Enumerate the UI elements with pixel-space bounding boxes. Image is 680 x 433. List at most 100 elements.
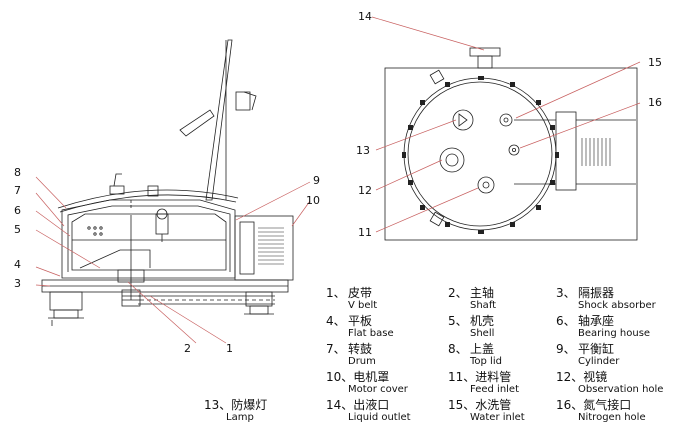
callout-15: 15 bbox=[648, 56, 662, 69]
legend-item-zh: 轴承座 bbox=[578, 314, 615, 328]
callout-5: 5 bbox=[14, 223, 21, 236]
legend-item-number: 16、 bbox=[556, 398, 584, 412]
legend-item-english: Motor cover bbox=[348, 384, 408, 395]
callout-10: 10 bbox=[306, 194, 320, 207]
legend-item-chinese: 5、机壳 bbox=[448, 314, 588, 328]
legend-item-english: Shock absorber bbox=[578, 300, 656, 311]
legend-item-chinese: 8、上盖 bbox=[448, 342, 588, 356]
legend-item-number: 9、 bbox=[556, 342, 576, 356]
callout-3: 3 bbox=[14, 277, 21, 290]
callout-4: 4 bbox=[14, 258, 21, 271]
legend-item-english: Cylinder bbox=[578, 356, 620, 367]
observation-hole bbox=[439, 147, 465, 173]
legend-item-zh: 水洗管 bbox=[475, 398, 512, 412]
legend-item-number: 15、 bbox=[448, 398, 476, 412]
callout-12: 12 bbox=[358, 184, 372, 197]
callout-7: 7 bbox=[14, 184, 21, 197]
legend-item-number: 12、 bbox=[556, 370, 584, 384]
legend-item-number: 8、 bbox=[448, 342, 468, 356]
legend-item-zh: 氮气接口 bbox=[583, 398, 632, 412]
top-view-frame bbox=[384, 67, 638, 241]
callout-11: 11 bbox=[358, 226, 372, 239]
legend-item-english: Shaft bbox=[470, 300, 497, 311]
shock-absorber bbox=[49, 291, 83, 311]
legend-item-chinese: 7、转鼓 bbox=[326, 342, 466, 356]
legend-item-chinese: 3、隔振器 bbox=[556, 286, 680, 300]
legend-item-number: 7、 bbox=[326, 342, 346, 356]
side-leaders bbox=[35, 176, 311, 344]
legend-item-zh: 出液口 bbox=[353, 398, 390, 412]
legend-item-english: Liquid outlet bbox=[348, 412, 411, 423]
legend-item-zh: 机壳 bbox=[470, 314, 495, 328]
legend-item-english: Observation hole bbox=[578, 384, 664, 395]
legend-item-number: 5、 bbox=[448, 314, 468, 328]
callout-16: 16 bbox=[648, 96, 662, 109]
legend-item-chinese: 16、氮气接口 bbox=[556, 398, 680, 412]
drum bbox=[71, 213, 227, 271]
legend-item-zh: 隔振器 bbox=[578, 286, 615, 300]
lamp bbox=[452, 109, 474, 131]
callout-14: 14 bbox=[358, 10, 372, 23]
legend-item-zh: 转鼓 bbox=[348, 342, 373, 356]
top-lid bbox=[57, 189, 239, 209]
callout-numbers: 8 7 6 5 4 3 2 1 9 10 14 15 16 13 12 11 bbox=[14, 10, 662, 355]
legend-item-chinese: 13、防爆灯 bbox=[204, 398, 344, 412]
side-view bbox=[41, 39, 294, 326]
top-leaders bbox=[371, 16, 641, 233]
legend-item-english: Water inlet bbox=[470, 412, 525, 423]
top-view bbox=[384, 47, 638, 241]
callout-9: 9 bbox=[313, 174, 320, 187]
legend-item-english: Flat base bbox=[348, 328, 394, 339]
legend-item-zh: 防爆灯 bbox=[231, 398, 268, 412]
callout-8: 8 bbox=[14, 166, 21, 179]
legend-item-number: 3、 bbox=[556, 286, 576, 300]
legend-item-chinese: 12、视镜 bbox=[556, 370, 680, 384]
callout-1: 1 bbox=[226, 342, 233, 355]
v-belt bbox=[138, 295, 275, 305]
legend-item-number: 6、 bbox=[556, 314, 576, 328]
legend-item-zh: 电机罩 bbox=[353, 370, 390, 384]
legend-item-chinese: 6、轴承座 bbox=[556, 314, 680, 328]
legend-item-zh: 平板 bbox=[348, 314, 373, 328]
legend-item-chinese: 2、主轴 bbox=[448, 286, 588, 300]
legend-item-english: Feed inlet bbox=[470, 384, 520, 395]
legend-item-english: Nitrogen hole bbox=[578, 412, 646, 423]
drum-outline bbox=[407, 81, 553, 227]
legend-item-chinese: 1、皮带 bbox=[326, 286, 466, 300]
legend-item-zh: 进料管 bbox=[475, 370, 512, 384]
legend-item-chinese: 10、电机罩 bbox=[326, 370, 466, 384]
callout-13: 13 bbox=[356, 144, 370, 157]
legend-item-english: Top lid bbox=[470, 356, 502, 367]
legend-item-zh: 平衡缸 bbox=[578, 342, 615, 356]
legend-item-number: 1、 bbox=[326, 286, 346, 300]
legend-item-chinese: 15、水洗管 bbox=[448, 398, 588, 412]
legend-item-english: Lamp bbox=[226, 412, 254, 423]
legend-item-number: 4、 bbox=[326, 314, 346, 328]
feed-inlet bbox=[477, 176, 495, 194]
legend-item-zh: 上盖 bbox=[470, 342, 495, 356]
legend-item-english: V belt bbox=[348, 300, 378, 311]
legend-item-english: Drum bbox=[348, 356, 376, 367]
legend-item-chinese: 9、平衡缸 bbox=[556, 342, 680, 356]
legend-item-number: 13、 bbox=[204, 398, 232, 412]
cylinder bbox=[205, 39, 233, 201]
legend-item-zh: 主轴 bbox=[470, 286, 495, 300]
motor-cover bbox=[234, 215, 294, 281]
legend-item-chinese: 14、出液口 bbox=[326, 398, 466, 412]
